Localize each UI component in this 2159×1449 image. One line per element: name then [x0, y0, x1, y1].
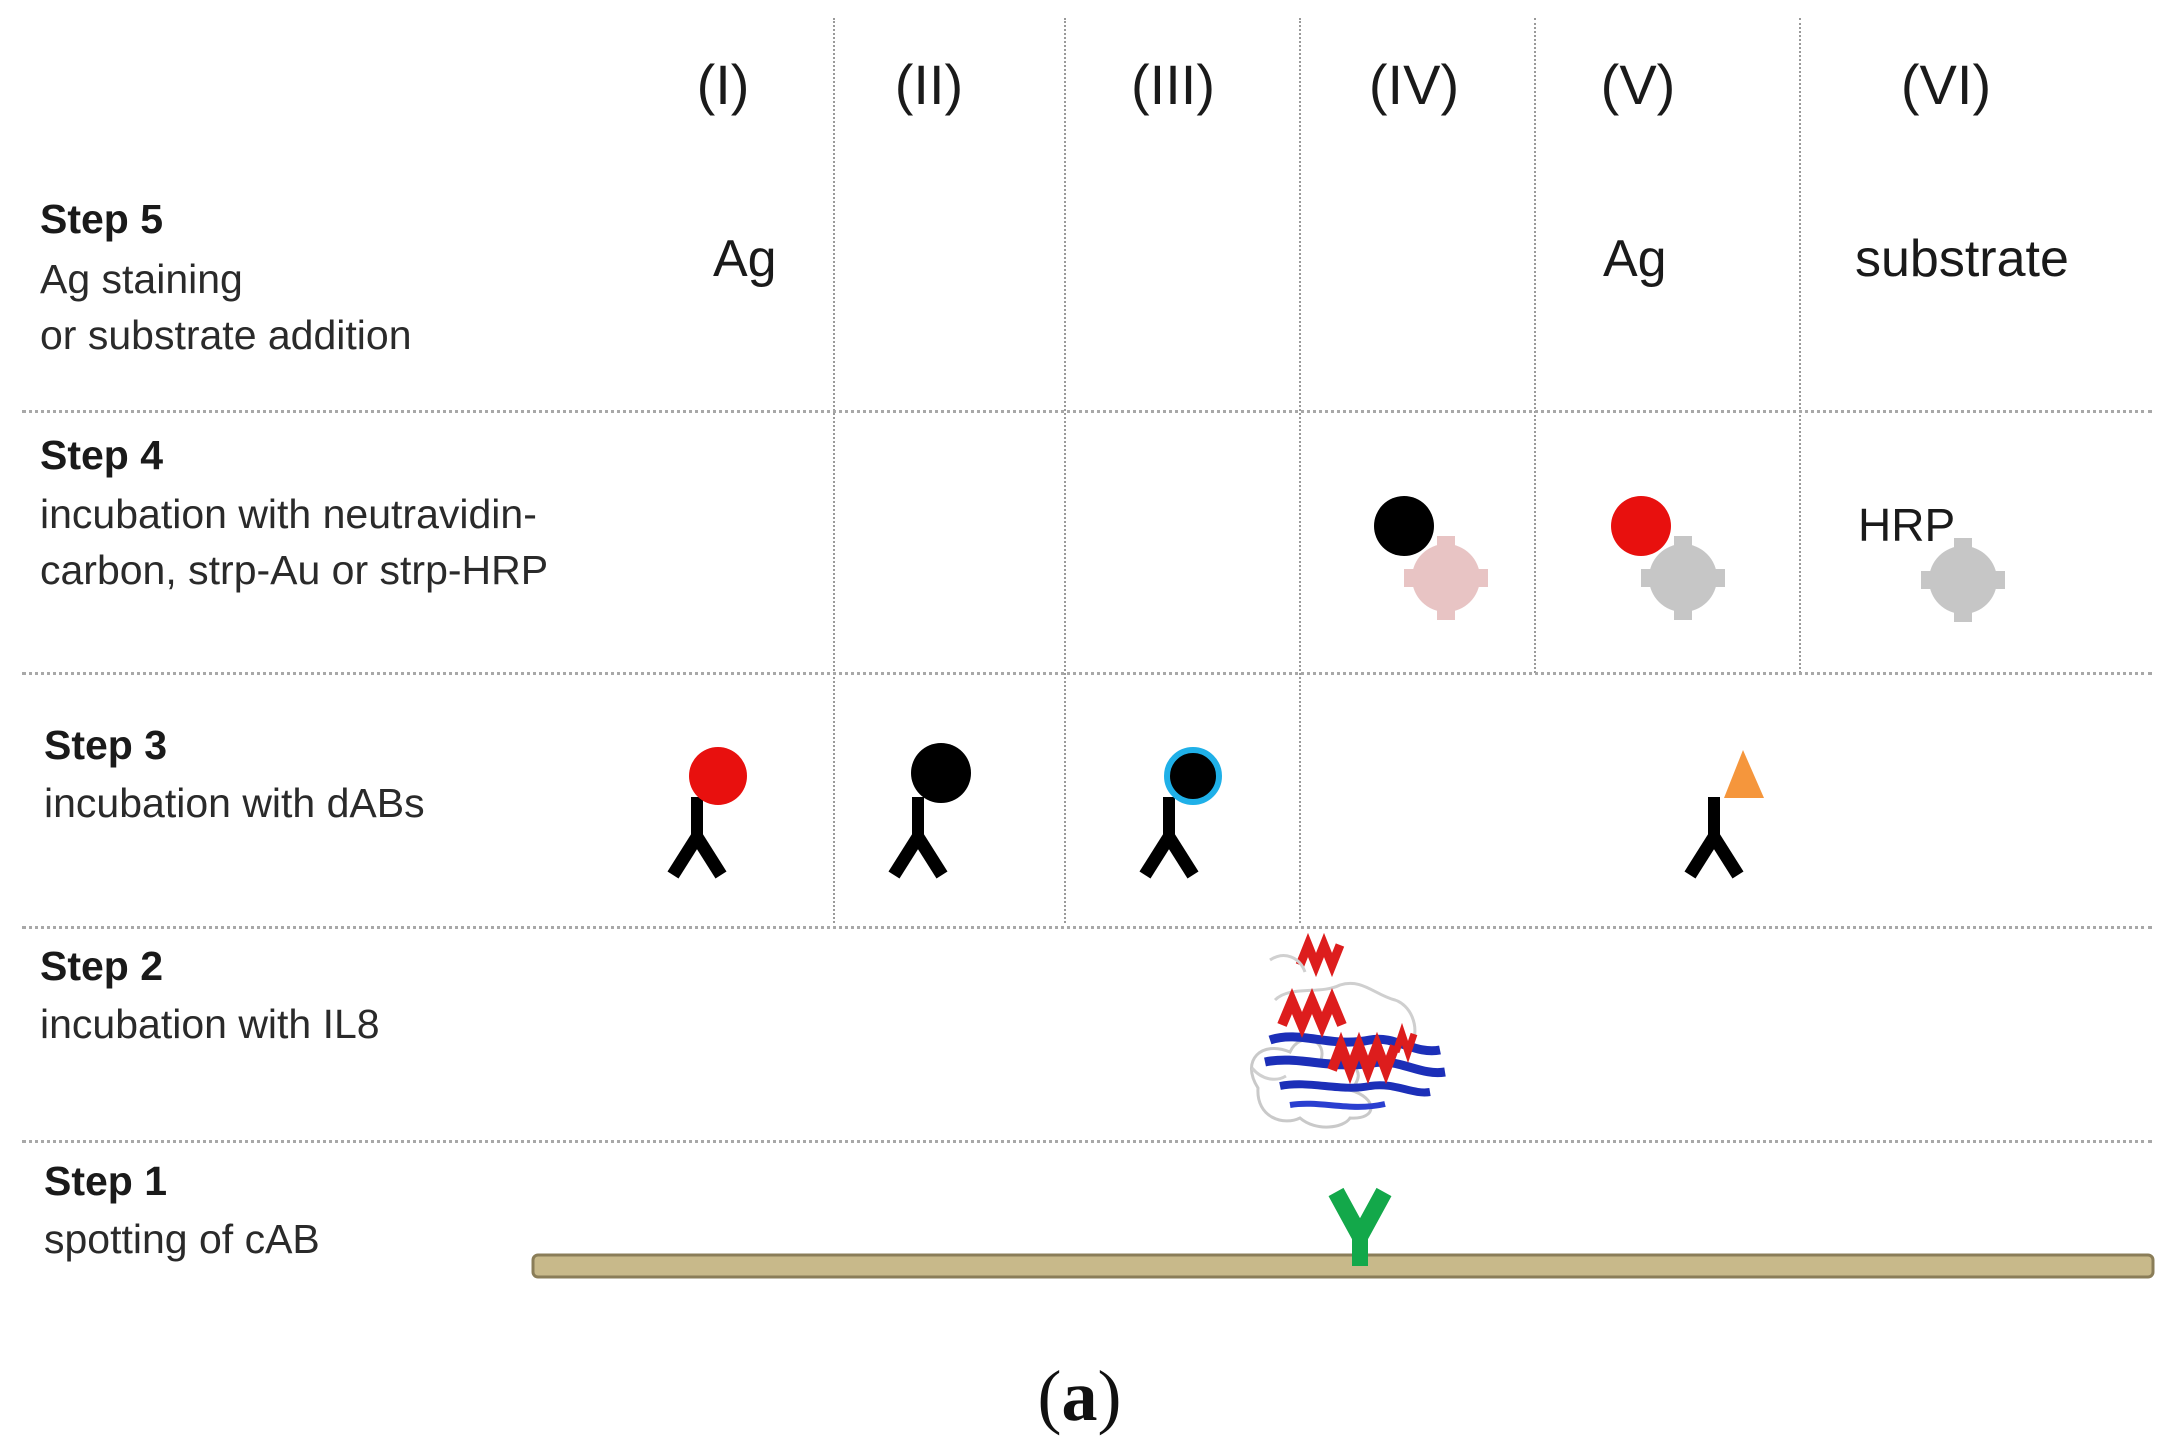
column-divider-3 — [1299, 18, 1301, 923]
step3-desc-line1: incubation with dABs — [44, 780, 425, 826]
caption-open-paren: ( — [1037, 1356, 1062, 1436]
il8-protein-structure — [1250, 932, 1446, 1129]
substrate-strip — [531, 1253, 2155, 1279]
step4-desc-line1: incubation with neutravidin- — [40, 491, 537, 537]
carbon-label-col2 — [911, 743, 971, 803]
detection-antibody-col1 — [673, 797, 721, 875]
column-header-2: (II) — [894, 53, 964, 116]
column-divider-5 — [1799, 18, 1801, 673]
step5-col5-label: Ag — [1603, 230, 1667, 288]
quantum-dot-label-col3 — [1164, 747, 1222, 805]
step3-title: Step 3 — [44, 722, 168, 768]
column-header-3: (III) — [1131, 53, 1215, 116]
gold-nanoparticle — [1611, 496, 1671, 556]
column-divider-4 — [1534, 18, 1536, 673]
row-divider-3-2 — [22, 926, 2152, 929]
step5-col6-label: substrate — [1855, 230, 2069, 288]
step4-desc-line2: carbon, strp-Au or strp-HRP — [40, 547, 549, 593]
step2-desc-line1: incubation with IL8 — [40, 1001, 380, 1047]
step1-title: Step 1 — [44, 1158, 168, 1204]
carbon-particle — [1374, 496, 1434, 556]
column-header-4: (IV) — [1368, 53, 1460, 116]
column-divider-2 — [1064, 18, 1066, 923]
column-header-1: (I) — [696, 53, 750, 116]
step2-title: Step 2 — [40, 943, 164, 989]
detection-antibody-col4 — [1690, 797, 1738, 875]
streptavidin-tetramer-hrp — [1921, 538, 2005, 622]
row-divider-5-4 — [22, 410, 2152, 413]
detection-antibody-col2 — [894, 797, 942, 875]
step1-desc-line1: spotting of cAB — [44, 1216, 320, 1262]
step4-title: Step 4 — [40, 432, 164, 478]
row-divider-2-1 — [22, 1140, 2152, 1143]
detection-antibody-col3 — [1145, 797, 1193, 875]
column-divider-1 — [833, 18, 835, 923]
column-header-5: (V) — [1600, 53, 1676, 116]
caption-letter: a — [1061, 1356, 1098, 1436]
column-header-6: (VI) — [1900, 53, 1992, 116]
capture-antibody — [1328, 1187, 1392, 1266]
step5-title: Step 5 — [40, 196, 164, 242]
step5-desc-line2: or substrate addition — [40, 312, 412, 358]
step4-col6-label: HRP — [1858, 499, 1956, 551]
step5-desc-line1: Ag staining — [40, 256, 243, 302]
gold-label-col1 — [689, 747, 747, 805]
figure-caption: (a) — [0, 1355, 2159, 1438]
row-divider-4-3 — [22, 672, 2152, 675]
step5-col1-label: Ag — [713, 230, 777, 288]
biotin-tag-triangle — [1724, 750, 1764, 798]
caption-close-paren: ) — [1097, 1356, 1122, 1436]
